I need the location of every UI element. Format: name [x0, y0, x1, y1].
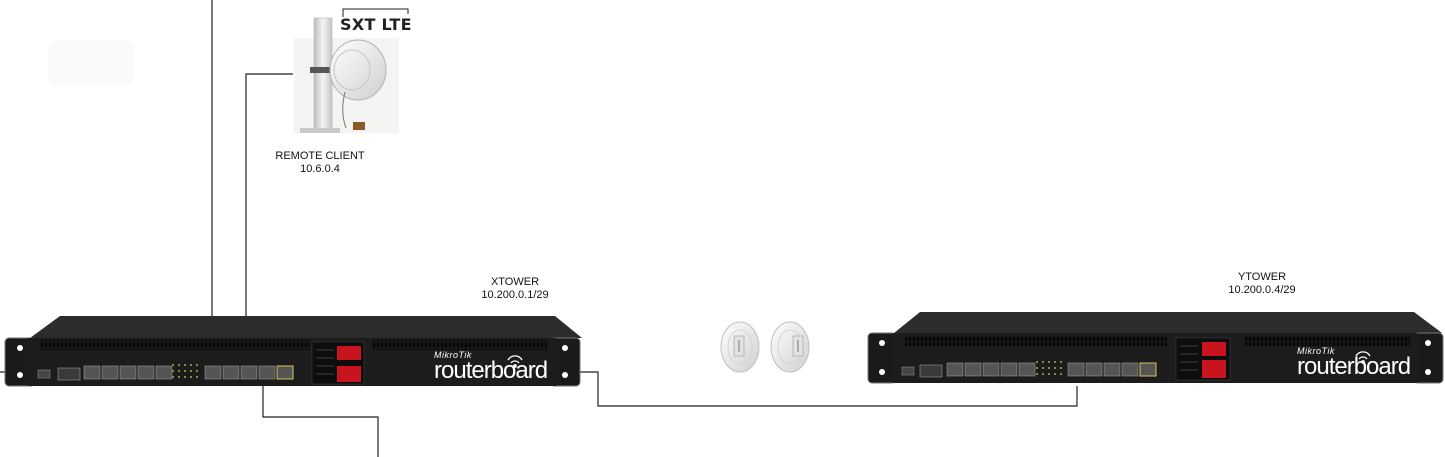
xtower-name: XTOWER	[490, 276, 540, 288]
mikrotik-signal-icon	[507, 355, 523, 368]
sxt-bracket-line	[342, 8, 409, 17]
ytower-ip: 10.200.0.4/29	[1228, 284, 1296, 296]
mikrotik-signal-icon	[1355, 351, 1371, 364]
faint-artifact	[48, 40, 133, 85]
xtower-label: XTOWER 10.200.0.1/29	[465, 276, 565, 302]
ptp-dish-antenna-pair-icon	[720, 321, 810, 373]
remote-client-ip: 10.6.0.4	[300, 163, 340, 175]
wire-lines	[0, 0, 1078, 457]
xtower-ip: 10.200.0.1/29	[481, 289, 549, 301]
remote-client-label: REMOTE CLIENT 10.6.0.4	[262, 150, 378, 176]
ytower-label: YTOWER 10.200.0.4/29	[1212, 271, 1312, 297]
sxt-lte-antenna-icon	[294, 17, 399, 133]
ytower-name: YTOWER	[1237, 271, 1287, 283]
ytower-router	[867, 312, 1444, 384]
remote-client-name: REMOTE CLIENT	[275, 150, 365, 162]
sxt-lte-title: SXT LTE	[340, 15, 412, 34]
xtower-router	[4, 316, 582, 387]
